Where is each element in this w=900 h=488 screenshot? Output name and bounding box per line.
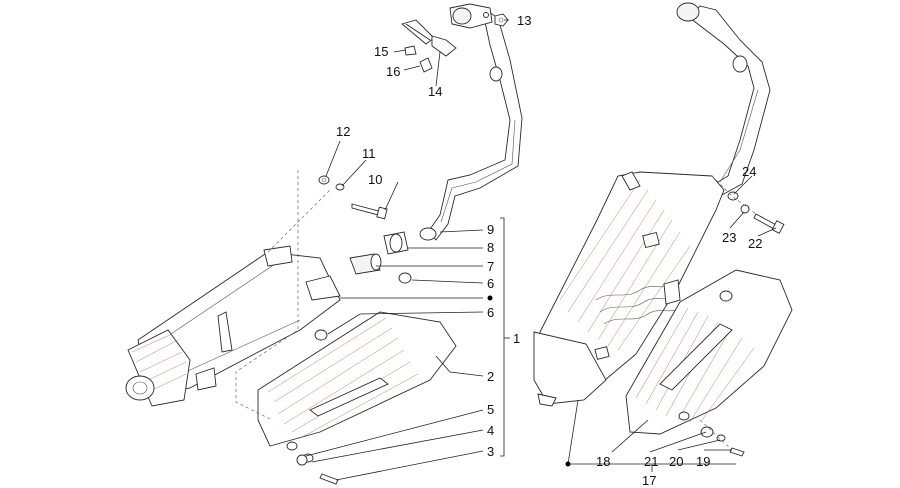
heat-shield-right [625, 269, 793, 435]
callout-12: 12 [336, 124, 350, 139]
lambda-sensor [401, 19, 457, 57]
callout-15: 15 [374, 44, 388, 59]
callout-1: 1 [513, 331, 520, 346]
muffler-left [125, 245, 341, 407]
gasket-7 [349, 253, 382, 275]
callout-22: 22 [748, 236, 762, 251]
washer-12 [318, 175, 330, 185]
screw-22 [753, 213, 785, 234]
callout-20: 20 [669, 454, 683, 469]
washer-24 [727, 191, 739, 201]
callout-14: 14 [428, 84, 442, 99]
muffler-right [533, 171, 725, 407]
assembly-dot-left [487, 295, 493, 301]
screw-3 [319, 473, 339, 485]
callout-6-lower: 6 [487, 305, 494, 320]
callout-23: 23 [722, 230, 736, 245]
screw-19 [729, 447, 745, 457]
callout-18: 18 [596, 454, 610, 469]
heat-shield-left [257, 311, 457, 451]
nut-6-upper [398, 272, 412, 284]
callout-19: 19 [696, 454, 710, 469]
pipe-clamp-8 [383, 231, 409, 255]
callout-10: 10 [368, 172, 382, 187]
callout-16: 16 [386, 64, 400, 79]
callout-21: 21 [644, 454, 658, 469]
nut-5 [296, 454, 308, 466]
sensor-clip-15 [404, 45, 417, 56]
nut-13 [494, 13, 509, 27]
callout-5: 5 [487, 402, 494, 417]
callout-4: 4 [487, 423, 494, 438]
callout-8: 8 [487, 240, 494, 255]
callout-17: 17 [642, 473, 656, 488]
callout-2: 2 [487, 369, 494, 384]
washer-23 [740, 204, 750, 214]
washer-20 [716, 434, 726, 442]
nut-6-lower [314, 329, 328, 341]
screw-10 [351, 203, 388, 220]
callout-3: 3 [487, 444, 494, 459]
callout-24: 24 [742, 164, 756, 179]
nut-21 [700, 426, 714, 438]
assembly-dot-right [565, 461, 571, 467]
callout-13: 13 [517, 13, 531, 28]
callout-11: 11 [362, 146, 376, 161]
callout-9: 9 [487, 222, 494, 237]
exhaust-flange-left [449, 3, 493, 29]
callout-6-upper: 6 [487, 276, 494, 291]
callout-7: 7 [487, 259, 494, 274]
sensor-clip-16 [419, 57, 433, 73]
exhaust-pipe-right [676, 2, 771, 197]
